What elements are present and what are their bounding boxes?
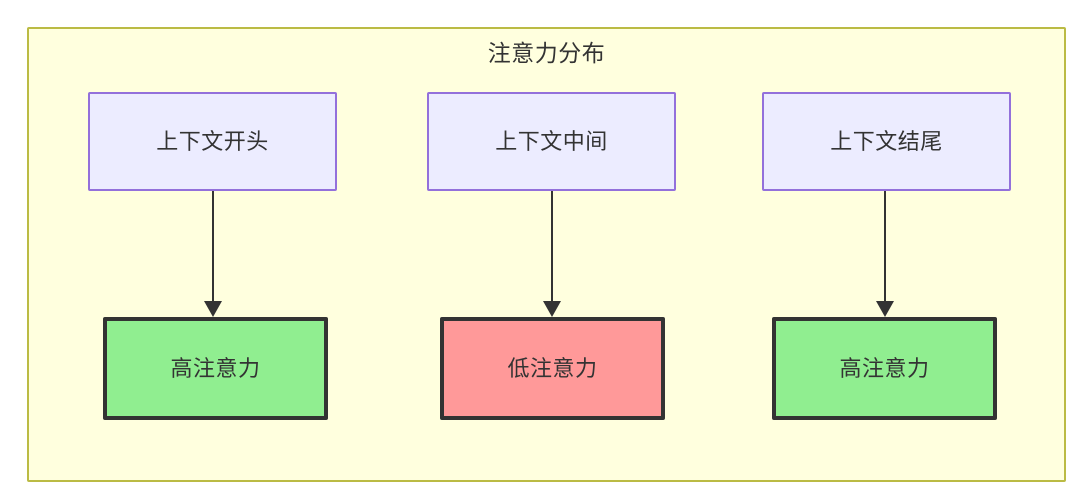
node-attention-high-start[interactable]: 高注意力 — [103, 317, 328, 420]
node-context-start[interactable]: 上下文开头 — [88, 92, 337, 191]
node-context-start-label: 上下文开头 — [156, 128, 269, 154]
node-attention-low-middle-label: 低注意力 — [507, 355, 598, 381]
node-attention-high-end[interactable]: 高注意力 — [772, 317, 997, 420]
node-context-end[interactable]: 上下文结尾 — [762, 92, 1011, 191]
node-context-middle-label: 上下文中间 — [495, 128, 608, 154]
node-attention-high-end-label: 高注意力 — [839, 355, 930, 381]
node-context-middle[interactable]: 上下文中间 — [427, 92, 676, 191]
diagram-title: 注意力分布 — [487, 40, 606, 66]
node-attention-high-start-label: 高注意力 — [170, 355, 261, 381]
node-attention-low-middle[interactable]: 低注意力 — [440, 317, 665, 420]
node-context-end-label: 上下文结尾 — [830, 128, 943, 154]
